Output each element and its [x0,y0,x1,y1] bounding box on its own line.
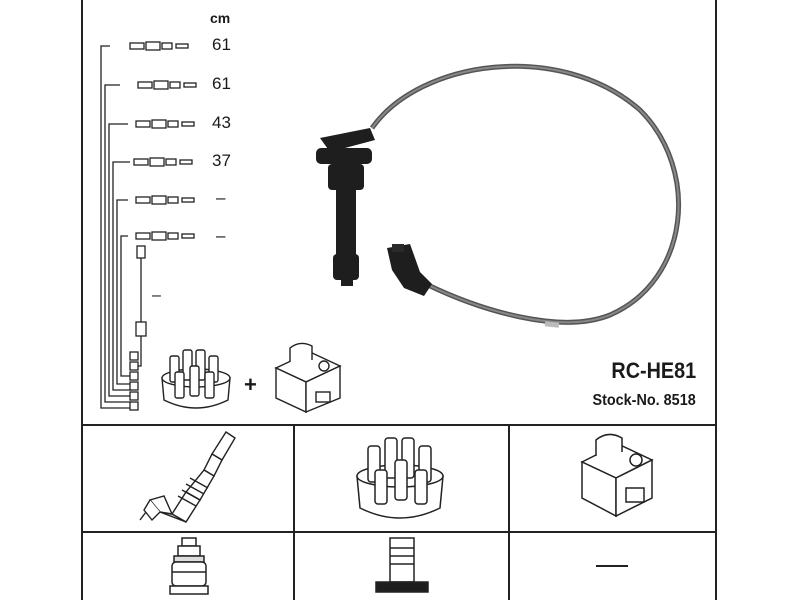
lead-length-2: 61 [212,74,231,93]
column-divider-1 [293,424,295,600]
ignition-coil-icon [274,342,342,414]
lead-length-3: 43 [212,113,231,132]
spark-plug-icon [139,431,236,523]
plus-sign: + [244,372,257,397]
no-coil-connector-dash [596,565,628,567]
distributor-connector-icon [375,537,429,593]
spark-plug-connector-icon [169,537,209,595]
distributor-cap-icon [161,349,231,409]
section-divider [81,424,717,426]
product-model: RC-HE81 [611,358,696,383]
coil-lead-length: – [152,287,161,304]
distributor-cap-large-icon [356,437,444,519]
ignition-cable-set-icon [100,41,197,411]
lead-length-5: – [216,188,226,207]
ignition-coil-large-icon [580,433,654,518]
lead-length-1: 61 [212,35,231,54]
unit-label: cm [210,10,231,26]
row-divider [81,531,717,533]
lead-length-6: – [216,226,226,245]
cable-photo [316,63,682,328]
stock-number: Stock-No. 8518 [592,392,696,409]
lead-length-4: 37 [212,151,231,170]
column-divider-2 [508,424,510,600]
diagram-frame [81,0,717,600]
